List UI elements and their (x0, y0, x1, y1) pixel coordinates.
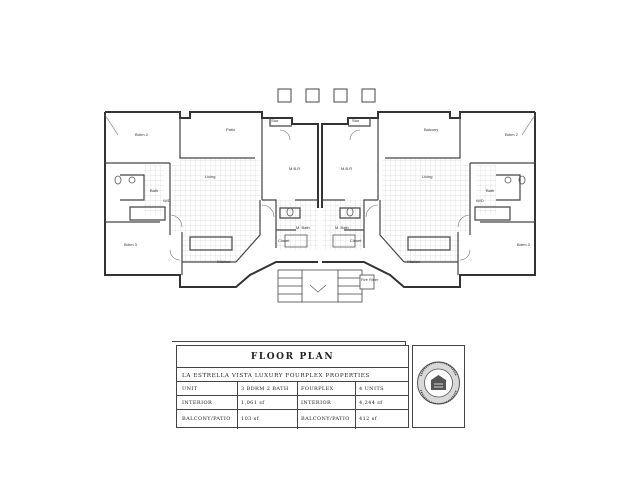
interior-label: INTERIOR (182, 400, 213, 406)
room-label-stor-right: Stor (352, 118, 360, 123)
interior-walls (105, 112, 535, 275)
room-label-bath-right: Bath (486, 188, 494, 193)
room-label-closet-right: Closet (350, 238, 362, 243)
room-label-bath-left: Bath (150, 188, 158, 193)
fire-riser-box (359, 274, 375, 290)
room-label-kitchen-left: Kitchen (217, 259, 230, 264)
room-label-closet-left: Closet (278, 238, 290, 243)
total-interior-value: 4,244 sf (359, 400, 383, 406)
top-window-markers (277, 88, 376, 103)
divider (177, 381, 408, 382)
title-bar: FLOOR PLAN (177, 346, 408, 368)
room-label-living-right: Living (422, 174, 432, 179)
room-label-mbr-right: M.B.R (341, 166, 352, 171)
title-block-frame-tick (405, 341, 406, 346)
exterior-walls (104, 111, 536, 288)
total-interior-label: INTERIOR (301, 400, 332, 406)
floor-plan-drawing: Bdrm 2 Patio Stor Stor Balcony Bdrm 2 M.… (104, 88, 536, 303)
seal-panel (412, 345, 465, 428)
total-balcony-label: BALCONY/PATIO (301, 416, 350, 422)
floor-plan-heading: FLOOR PLAN (250, 352, 335, 362)
room-label-living-left: Living (205, 174, 215, 179)
column-divider (355, 381, 356, 429)
door-swings (104, 114, 536, 261)
room-label-mbath-right: M. Bath (335, 225, 349, 230)
divider (177, 395, 408, 396)
column-divider (297, 381, 298, 429)
room-label-bdrm3-right: Bdrm 3 (517, 242, 531, 247)
room-label-kitchen-right: Kitchen (407, 259, 420, 264)
staircase (277, 269, 363, 303)
room-label-bdrm2-left: Bdrm 2 (135, 132, 149, 137)
room-labels: Bdrm 2 Patio Stor Stor Balcony Bdrm 2 M.… (124, 118, 531, 282)
balcony-value: 103 sf (241, 416, 259, 422)
room-label-bdrm2-right: Bdrm 2 (505, 132, 519, 137)
room-label-mbr-left: M.B.R (289, 166, 300, 171)
interior-value: 1,061 sf (241, 400, 265, 406)
bath-fixtures (114, 175, 526, 248)
estrella-vista-seal (417, 361, 460, 405)
balcony-label: BALCONY/PATIO (182, 416, 231, 422)
total-balcony-value: 412 sf (359, 416, 377, 422)
room-label-bdrm3-left: Bdrm 3 (124, 242, 138, 247)
title-block: FLOOR PLAN LA ESTRELLA VISTA LUXURY FOUR… (176, 345, 409, 429)
room-label-mbath-left: M. Bath (296, 225, 310, 230)
room-label-fire-riser: Fire Riser (361, 277, 379, 282)
fourplex-value: 4 UNITS (359, 386, 384, 392)
property-subtitle: LA ESTRELLA VISTA LUXURY FOURPLEX PROPER… (182, 373, 370, 379)
unit-label: UNIT (182, 386, 198, 392)
fourplex-label: FOURPLEX (301, 386, 334, 392)
room-label-wd-left: W/D (163, 198, 171, 203)
unit-value: 3 BDRM 2 BATH (241, 386, 289, 392)
column-divider (237, 381, 238, 429)
tiled-floor-areas (144, 158, 496, 262)
room-label-wd-right: W/D (476, 198, 484, 203)
room-label-patio: Patio (226, 127, 236, 132)
room-label-stor-left: Stor (271, 118, 279, 123)
divider (177, 409, 408, 410)
room-label-balcony: Balcony (424, 127, 438, 132)
title-block-frame-top (172, 341, 405, 342)
